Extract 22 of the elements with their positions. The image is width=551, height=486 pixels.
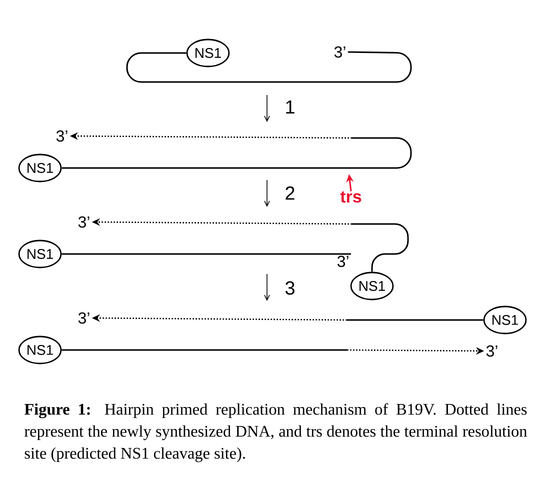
strand-end-label: 3’ bbox=[337, 256, 348, 268]
step-number: 1 bbox=[286, 100, 294, 114]
strand-end-label: 3’ bbox=[334, 46, 346, 58]
dna-strand bbox=[62, 349, 347, 351]
protein-oval: NS1 bbox=[350, 272, 394, 300]
dna-strand bbox=[126, 51, 412, 83]
strand-end-label: 3’ bbox=[486, 345, 498, 357]
dna-strand bbox=[62, 137, 412, 169]
strand-end-label: 3’ bbox=[78, 312, 90, 324]
dna-strand bbox=[62, 253, 351, 255]
site-label: trs bbox=[340, 191, 362, 203]
step-number: 3 bbox=[285, 281, 294, 295]
protein-oval: NS1 bbox=[18, 154, 62, 182]
protein-oval: NS1 bbox=[18, 240, 62, 268]
protein-oval: NS1 bbox=[186, 38, 230, 68]
dna-strand bbox=[347, 319, 484, 321]
protein-oval: NS1 bbox=[18, 336, 62, 364]
protein-oval: NS1 bbox=[483, 306, 527, 334]
figure-caption: Figure 1: Hairpin primed replication mechanism of B19V. Dotted lines represent the newly synthesized DNA, and trs denotes the terminal resolution site (predicted NS1 cleavage site). bbox=[24, 403, 527, 462]
step-number: 2 bbox=[286, 186, 294, 200]
strand-end-label: 3’ bbox=[78, 216, 90, 228]
strand-end-label: 3’ bbox=[56, 130, 68, 142]
